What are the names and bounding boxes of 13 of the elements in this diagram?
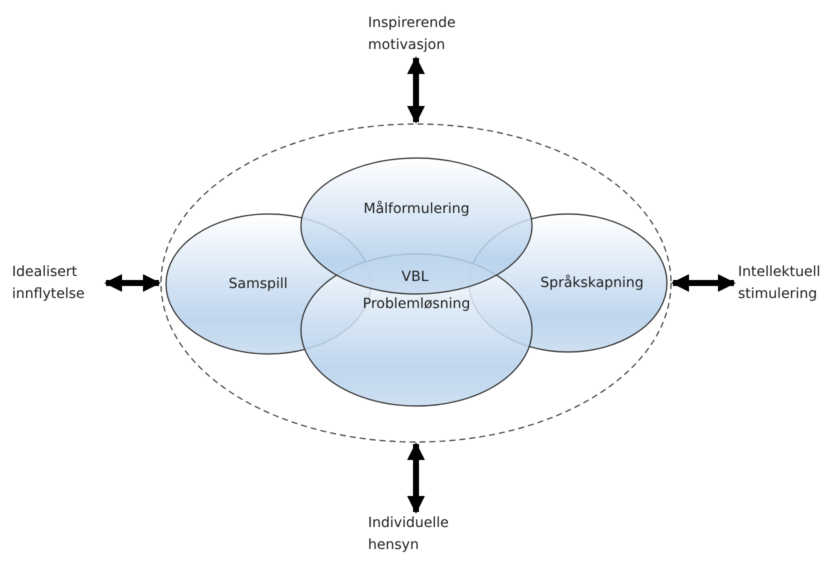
- ellipse-label: Målformulering: [364, 201, 470, 218]
- double-arrow: [671, 274, 736, 292]
- double-arrow: [407, 442, 425, 514]
- ellipse-label: Samspill: [228, 276, 288, 292]
- ellipse-label: Problemløsning: [362, 296, 470, 312]
- caption-text: Idealisert innflytelse: [12, 263, 86, 304]
- caption-text: Individuelle hensyn: [368, 514, 450, 555]
- caption-text: Intellektuell stimulering: [738, 263, 822, 304]
- double-arrow: [407, 56, 425, 124]
- ellipse-label: Språkskapning: [540, 275, 644, 291]
- caption-text: Inspirerende motivasjon: [368, 14, 457, 55]
- double-arrow: [104, 274, 161, 292]
- center-label: VBL: [402, 269, 428, 285]
